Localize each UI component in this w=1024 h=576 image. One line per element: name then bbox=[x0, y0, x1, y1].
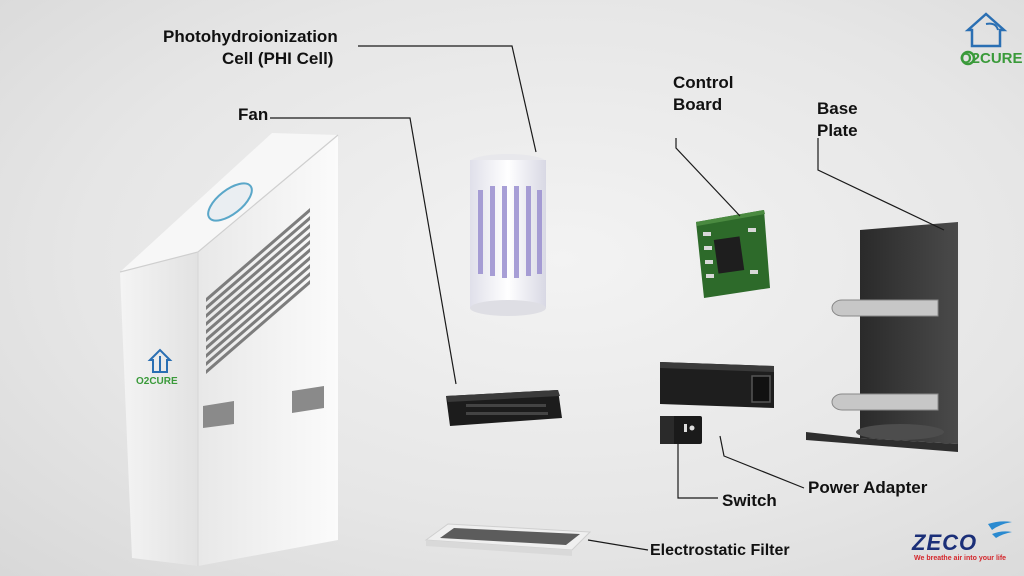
label-phi-cell-line2: Cell (PHI Cell) bbox=[222, 49, 334, 68]
phi-cell-image bbox=[470, 154, 546, 316]
o2cure-logo-icon bbox=[960, 12, 1008, 66]
label-base-plate-line2: Plate bbox=[817, 121, 858, 140]
air-purifier-unit bbox=[119, 133, 339, 566]
leader-lines bbox=[270, 45, 945, 551]
o2cure-unit-logo: O2CURE bbox=[136, 376, 178, 387]
label-fan: Fan bbox=[238, 105, 269, 124]
label-control-board-line2: Board bbox=[673, 95, 723, 114]
o2cure-unit-logo-icon bbox=[147, 348, 173, 373]
label-control-board-line1: Control bbox=[673, 73, 734, 92]
o2cure-logo: O2CURE bbox=[960, 50, 1023, 67]
power-adapter-image bbox=[660, 362, 774, 408]
zeco-logo-icon bbox=[988, 521, 1012, 538]
switch-image bbox=[660, 416, 702, 444]
label-switch: Switch bbox=[722, 491, 777, 510]
zeco-tagline: We breathe air into your life bbox=[914, 555, 1007, 562]
electrostatic-filter-image bbox=[424, 523, 592, 556]
base-plate-image bbox=[806, 222, 958, 452]
label-power-adapter: Power Adapter bbox=[808, 478, 928, 497]
zeco-logo: ZECO bbox=[912, 530, 978, 555]
label-base-plate-line1: Base bbox=[817, 99, 858, 118]
control-board-image bbox=[696, 210, 770, 298]
fan-image bbox=[446, 390, 562, 426]
label-phi-cell-line1: Photohydroionization bbox=[163, 27, 338, 46]
label-electrostatic-filter: Electrostatic Filter bbox=[650, 542, 790, 559]
